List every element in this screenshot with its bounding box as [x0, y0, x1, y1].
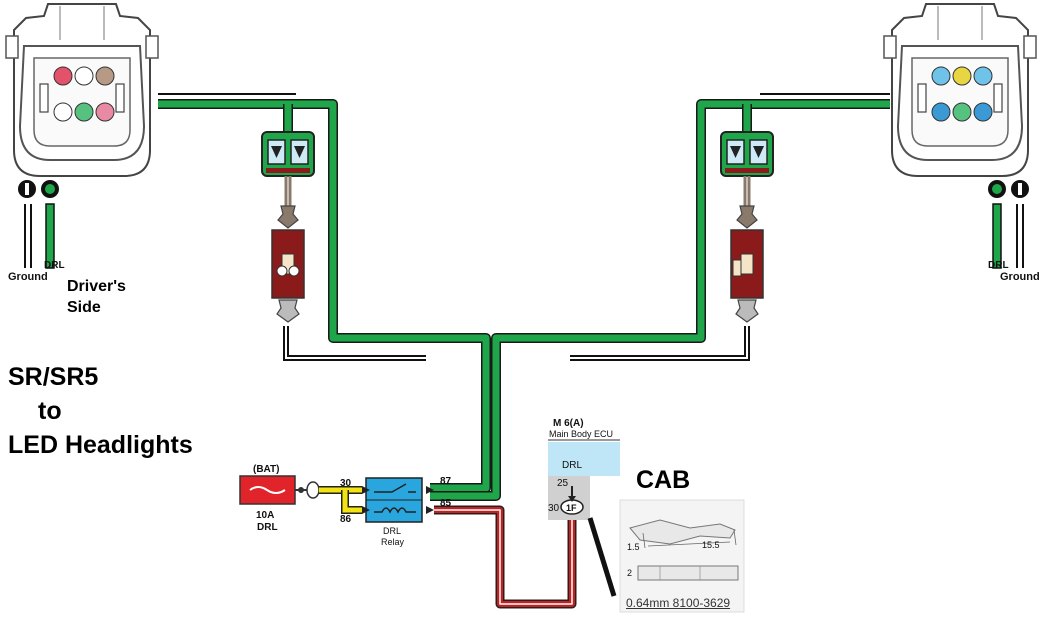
left-drl-label: DRL — [44, 260, 65, 271]
ecu-name-label: Main Body ECU — [549, 429, 613, 439]
red-signal-wire — [434, 505, 577, 609]
title-line-1: SR/SR5 — [8, 363, 99, 391]
main-body-ecu — [548, 439, 620, 520]
drivers-side-label: Driver's Side — [67, 276, 126, 318]
relay-pin-30: 30 — [340, 478, 352, 489]
drivers-side-line-2: Side — [67, 299, 101, 316]
ecu-id-label: M 6(A) — [553, 418, 584, 429]
ecu-pin-30: 30 — [548, 503, 560, 514]
title-line-3: LED Headlights — [8, 431, 193, 459]
fuse-rating-label: 10A — [256, 510, 274, 521]
ecu-pin-25: 25 — [557, 478, 569, 489]
relay-name-2: Relay — [381, 537, 405, 547]
terminal-part-number: 0.64mm 8100-3629 — [626, 596, 731, 610]
drl-fuse — [239, 475, 304, 505]
drl-green-wire-network — [158, 99, 890, 501]
left-splice-connector — [261, 131, 315, 177]
right-splice-connector — [720, 131, 774, 177]
terminal-drawing — [619, 499, 745, 613]
right-resistor — [730, 176, 764, 323]
terminal-dim-b: 15.5 — [702, 540, 720, 550]
fuse-bat-label: (BAT) — [253, 464, 279, 475]
terminal-dim-a: 1.5 — [627, 542, 640, 552]
drivers-side-line-1: Driver's — [67, 278, 126, 295]
left-ground-drl-pins — [18, 180, 59, 269]
fuse-name-label: DRL — [257, 522, 278, 533]
drl-relay — [362, 477, 434, 523]
relay-name-1: DRL — [383, 526, 401, 536]
relay-pin-86: 86 — [340, 514, 352, 525]
right-headlamp-connector — [883, 3, 1037, 177]
terminal-dim-c: 2 — [627, 568, 632, 578]
title-line-2: to — [38, 397, 62, 425]
right-ground-label: Ground — [1000, 271, 1040, 283]
yellow-wire — [319, 486, 362, 514]
relay-pin-87: 87 — [440, 476, 452, 487]
ecu-connector-label: 1F — [566, 503, 577, 513]
left-resistor — [271, 176, 305, 323]
right-drl-label: DRL — [988, 260, 1009, 271]
terminal-pointer-line — [587, 517, 617, 597]
left-connector-pins — [53, 66, 115, 122]
ecu-signal-label: DRL — [562, 460, 582, 471]
diagram-title: SR/SR5 to LED Headlights — [8, 360, 193, 462]
left-ground-label: Ground — [8, 271, 48, 283]
cab-label: CAB — [636, 466, 691, 494]
inline-connector — [306, 481, 320, 499]
right-connector-pins — [931, 66, 993, 122]
right-ground-drl-pins — [988, 180, 1029, 269]
relay-pin-85: 85 — [440, 498, 452, 509]
left-headlamp-connector — [5, 3, 159, 177]
